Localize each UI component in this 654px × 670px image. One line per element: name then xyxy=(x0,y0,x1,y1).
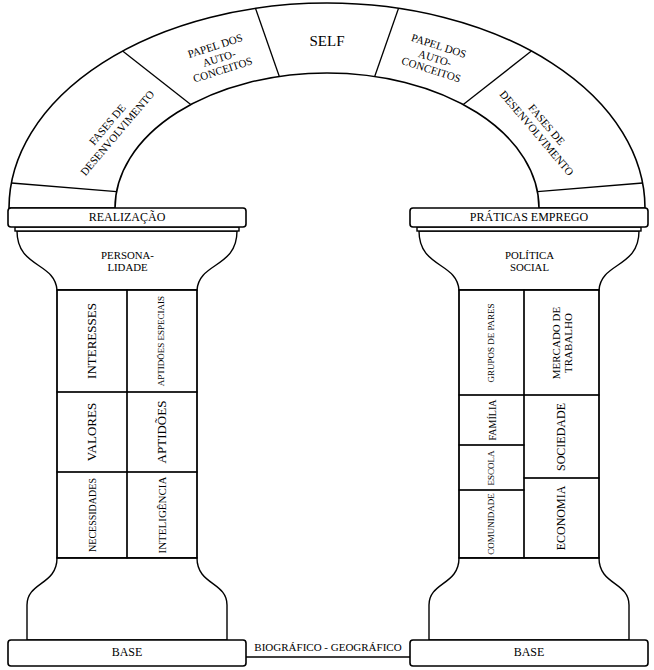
shaft-cell: APTIDÕES ESPECIAIS xyxy=(127,290,197,392)
shaft-cell: INTERESSES xyxy=(57,290,127,392)
shaft-cell-outline xyxy=(459,490,524,558)
node-text: POLÍTICA SOCIAL xyxy=(487,249,572,274)
column-capital xyxy=(419,231,639,290)
shaft-cell-outline xyxy=(524,395,599,478)
capital-abacus xyxy=(410,208,648,227)
node-text: ECONOMIA xyxy=(555,480,568,556)
shaft-cell-outline xyxy=(127,290,197,392)
shaft-cell-outline xyxy=(127,472,197,558)
column-shaft xyxy=(57,290,197,558)
shaft-cell: INTELIGÊNCIA xyxy=(127,472,197,558)
node-text: ESCOLA xyxy=(487,447,497,488)
column-capital xyxy=(17,231,237,290)
capital-band: REALIZAÇÃO xyxy=(8,208,246,227)
column-base-flare xyxy=(27,558,227,640)
shaft-cell-outline xyxy=(57,290,127,392)
shaft-cell: SOCIEDADE xyxy=(524,395,599,478)
arch-divider xyxy=(375,8,399,76)
node-text: FAMÍLIA xyxy=(486,397,497,443)
shaft-cell: GRUPOS DE PARES xyxy=(459,290,524,395)
node-text: SELF xyxy=(309,34,344,51)
capital-band: BASE xyxy=(410,640,648,666)
capital-band: PRÁTICAS EMPREGO xyxy=(410,208,648,227)
shaft-cell: FAMÍLIA xyxy=(459,395,524,445)
shaft-cell: ECONOMIA xyxy=(524,478,599,558)
shaft-cell: COMUNIDADE xyxy=(459,490,524,558)
column-plinth xyxy=(8,640,246,666)
shaft-cell: NECESSIDADES xyxy=(57,472,127,558)
node-text: NECESSIDADES xyxy=(87,474,98,556)
shaft-cell-outline xyxy=(459,395,524,445)
node-text: GRUPOS DE PARES xyxy=(487,292,497,393)
shaft-cell-outline xyxy=(459,290,524,395)
arch-outline xyxy=(9,3,645,208)
node-text: INTERESSES xyxy=(85,292,99,390)
capital-band: POLÍTICA SOCIAL xyxy=(487,234,572,288)
node-text: COMUNIDADE xyxy=(487,492,497,556)
node-text: APTIDÕES ESPECIAIS xyxy=(157,292,167,390)
arch-divider xyxy=(537,183,642,192)
shaft-cell-outline xyxy=(524,478,599,558)
shaft-cell-outline xyxy=(459,445,524,490)
node-text: PAPEL DOS AUTO- CONCEITOS xyxy=(392,28,478,88)
capital-abacus xyxy=(8,208,246,227)
node-text: PAPEL DOS AUTO- CONCEITOS xyxy=(176,28,262,88)
ground-line xyxy=(246,656,410,657)
node-text: PRÁTICAS EMPREGO xyxy=(470,211,588,225)
shaft-cell: APTIDÕES xyxy=(127,392,197,472)
node-text: INTELIGÊNCIA xyxy=(156,474,168,556)
column-plinth xyxy=(410,640,648,666)
shaft-cell-outline xyxy=(524,290,599,395)
shaft-cell-outline xyxy=(57,392,127,472)
arch-divider xyxy=(255,8,279,76)
shaft-cell-outline xyxy=(57,472,127,558)
node-text: BASE xyxy=(112,646,143,660)
shaft-cell: MERCADO DE TRABALHO xyxy=(524,290,599,395)
node-text: SOCIEDADE xyxy=(555,397,568,476)
capital-band: PERSONA- LIDADE xyxy=(85,234,170,288)
arch-divider xyxy=(11,183,116,192)
node-text: BASE xyxy=(514,646,545,660)
shaft-cell-outline xyxy=(127,392,197,472)
shaft-cell: VALORES xyxy=(57,392,127,472)
node-text: APTIDÕES xyxy=(155,394,169,470)
node-text: VALORES xyxy=(85,394,99,470)
shaft-cell: ESCOLA xyxy=(459,445,524,490)
node-text: PERSONA- LIDADE xyxy=(85,249,170,274)
node-text: MERCADO DE TRABALHO xyxy=(549,292,573,393)
node-text: REALIZAÇÃO xyxy=(89,211,166,225)
capital-band: BASE xyxy=(8,640,246,666)
column-shaft xyxy=(459,290,599,558)
arch-segment: SELF xyxy=(297,12,357,72)
column-base-flare xyxy=(429,558,629,640)
ground-label: BIOGRÁFICO - GEOGRÁFICO xyxy=(250,641,406,654)
